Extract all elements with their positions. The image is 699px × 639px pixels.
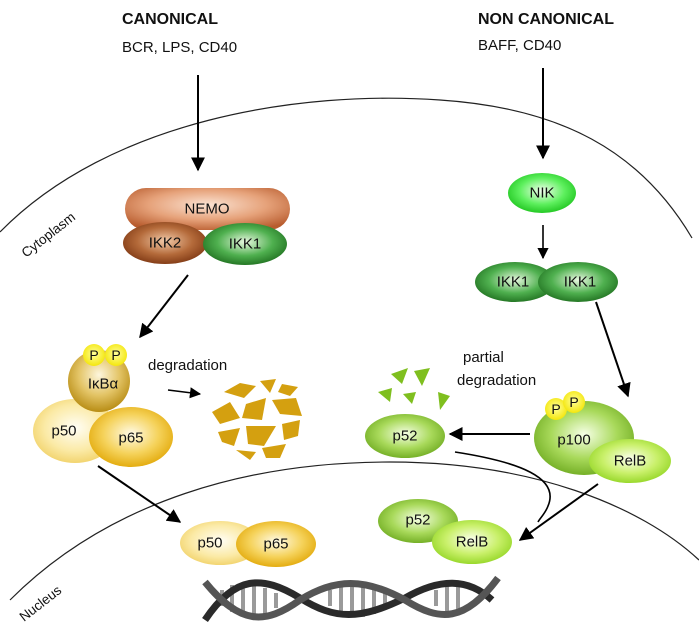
arrow-ikba-degradation: [167, 387, 202, 399]
nik-node: NIK: [508, 173, 576, 213]
ikba-fragments: [212, 379, 302, 460]
relb-shape: [589, 439, 671, 483]
ikk1-label: IKK1: [229, 236, 262, 253]
fragment: [391, 368, 408, 384]
nik-shape: [508, 173, 576, 213]
p65-shape: [89, 407, 173, 467]
canonical-stimuli: BCR, LPS, CD40: [122, 39, 237, 56]
arrow-ikk-to-ikba: [139, 274, 189, 339]
ikk1-left-shape: [475, 262, 555, 302]
phospho-p-label: P: [569, 394, 578, 410]
arrow-canonical-nuclear-translocation: [97, 465, 182, 523]
nemo-shape: [125, 188, 290, 230]
phospho-p-shape: [563, 391, 585, 413]
ikk2-label: IKK2: [149, 235, 182, 252]
fragment: [260, 379, 276, 393]
ikk-complex-canonical: NEMO IKK2 IKK1: [123, 188, 290, 265]
nuclear-membrane: [9, 461, 699, 601]
dna-strand-b: [202, 575, 501, 621]
phospho-p-shape: [83, 344, 105, 366]
phospho-p-shape: [545, 398, 567, 420]
phospho-p-label: P: [111, 347, 120, 363]
partial-degradation-label-line2: degradation: [457, 372, 536, 389]
fragment: [272, 398, 302, 416]
fragment: [224, 383, 256, 398]
nuclear-p50-p65: p50 p65: [180, 521, 316, 567]
dna-strand-a: [202, 579, 495, 622]
p100-fragments: [378, 368, 450, 410]
phospho-p-label: P: [551, 401, 560, 417]
nuclear-p52-relb: p52 RelB: [378, 499, 512, 564]
p100-relb-complex: p100 RelB P P: [534, 391, 671, 483]
nuclear-p65-shape: [236, 521, 316, 567]
fragment: [246, 426, 276, 446]
arrow-p52-nuclear-curve: [454, 451, 551, 523]
canonical-title: CANONICAL: [122, 11, 218, 28]
relb-label: RelB: [614, 453, 647, 470]
nuclear-p50-label: p50: [197, 535, 222, 552]
ikba-complex: p50 IκBα p65 P P: [33, 344, 173, 467]
degradation-label: degradation: [148, 357, 227, 374]
ikba-label: IκBα: [88, 376, 119, 393]
nuclear-relb-label: RelB: [456, 534, 489, 551]
cell-membrane: [0, 97, 693, 239]
ikk2-shape: [123, 222, 207, 264]
p52-cytoplasm: p52: [365, 414, 445, 458]
nuclear-relb-shape: [432, 520, 512, 564]
noncanonical-title: NON CANONICAL: [478, 11, 614, 28]
partial-degradation-label-line1: partial: [463, 349, 504, 366]
noncanonical-stimuli: BAFF, CD40: [478, 37, 561, 54]
fragment: [236, 450, 256, 460]
p100-label: p100: [557, 432, 590, 449]
arrow-relb-nuclear-translocation: [518, 483, 599, 541]
nuclear-p52-label: p52: [405, 512, 430, 529]
fragment: [212, 402, 240, 424]
ikk1-dimer: IKK1 IKK1: [475, 262, 618, 302]
fragment: [262, 444, 286, 458]
fragment: [403, 392, 416, 404]
fragment: [414, 368, 430, 386]
ikk1-shape: [203, 223, 287, 265]
ikk1-right-shape: [538, 262, 618, 302]
ikk1-right-label: IKK1: [564, 274, 597, 291]
fragment: [378, 388, 392, 402]
phospho-p-label: P: [89, 347, 98, 363]
cytoplasm-label: Cytoplasm: [19, 209, 78, 260]
dna-helix: [202, 575, 501, 622]
fragment: [282, 420, 300, 440]
nucleus-label: Nucleus: [17, 582, 65, 624]
ikk1-left-label: IKK1: [497, 274, 530, 291]
fragment: [218, 428, 240, 446]
fragment: [278, 384, 298, 396]
nemo-label: NEMO: [185, 201, 230, 218]
arrow-ikk1-to-p100: [595, 301, 631, 398]
fragment: [438, 392, 450, 410]
p50-label: p50: [51, 423, 76, 440]
p52-label: p52: [392, 428, 417, 445]
phospho-p-shape: [105, 344, 127, 366]
nuclear-p65-label: p65: [263, 536, 288, 553]
nik-label: NIK: [529, 185, 554, 202]
p65-label: p65: [118, 430, 143, 447]
p52-shape: [365, 414, 445, 458]
fragment: [242, 398, 266, 420]
